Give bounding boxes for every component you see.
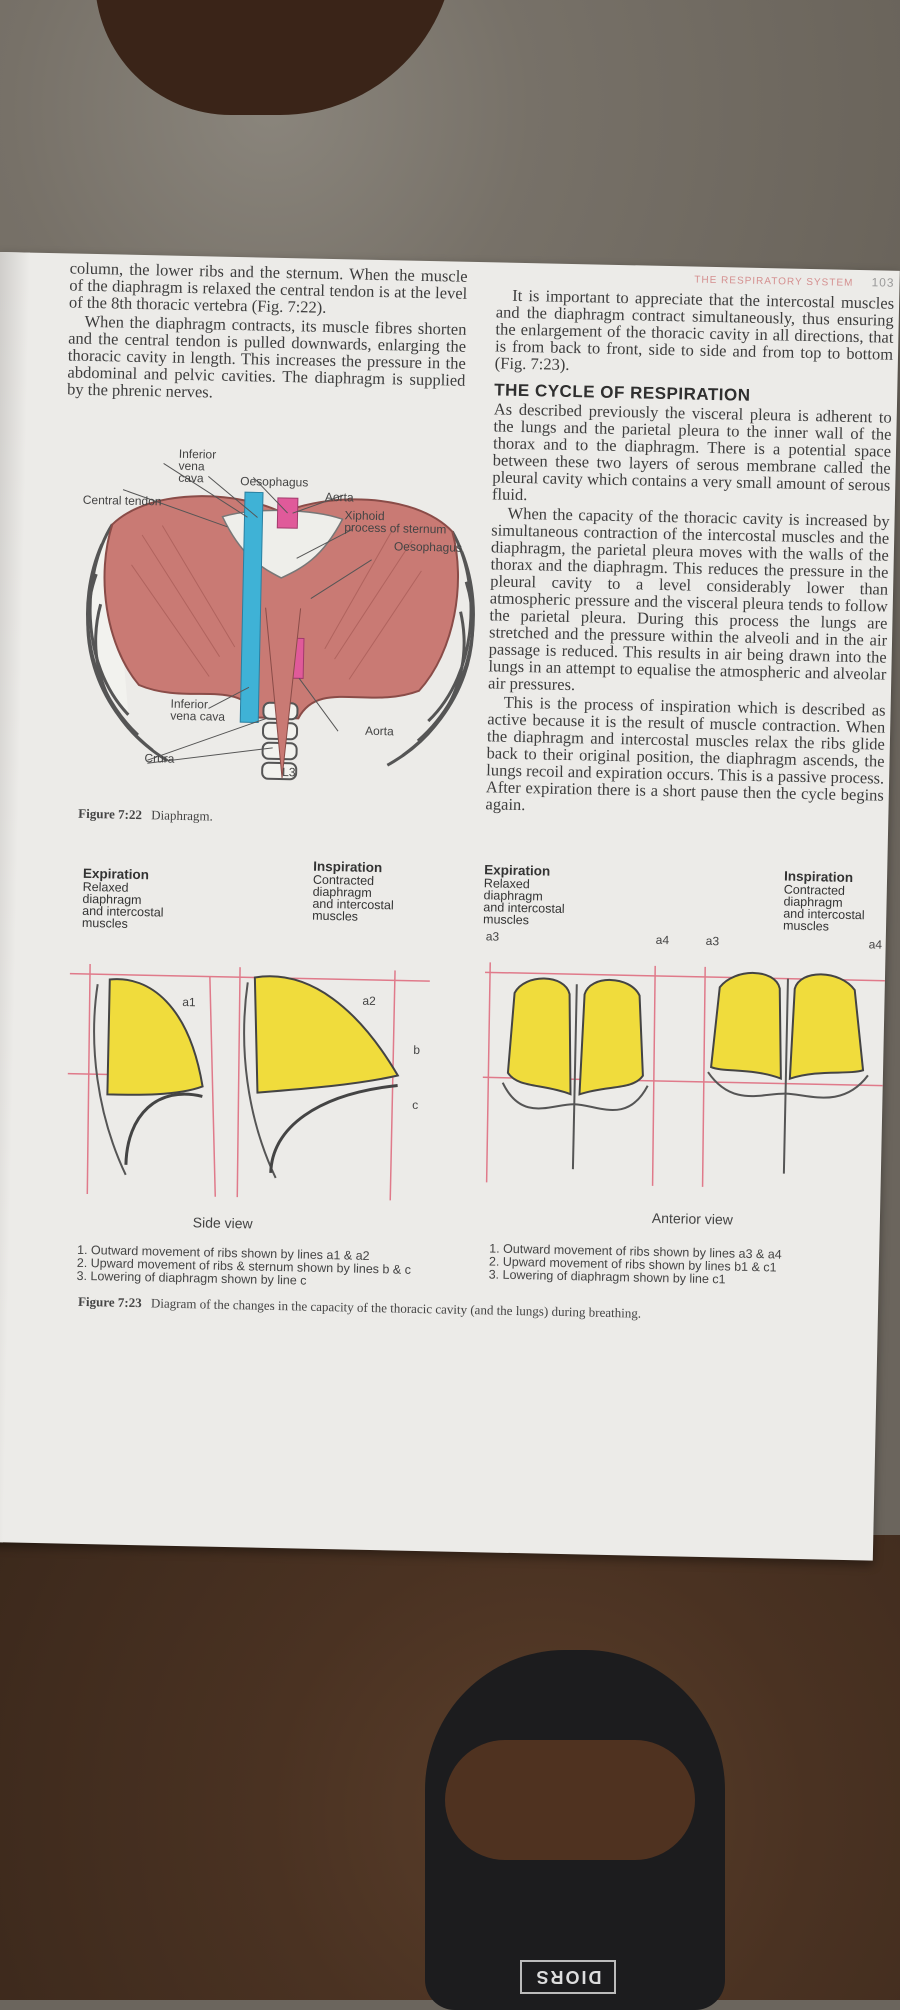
label-a4-right: a4 xyxy=(868,937,883,952)
side-inspiration-desc: Contracted diaphragm and intercostal mus… xyxy=(312,872,394,924)
page-number: 103 xyxy=(871,275,895,290)
label-inferior-vena-cava-top: Inferior vena cava xyxy=(178,446,217,486)
label-a2: a2 xyxy=(362,993,376,1009)
figure-7-22-text: Diaphragm. xyxy=(151,807,214,824)
label-inferior-vena-cava-bottom: Inferior vena cava xyxy=(170,696,226,724)
side-view-label: Side view xyxy=(192,1214,253,1232)
anterior-inspiration-heading: Inspiration Contracted diaphragm and int… xyxy=(783,869,866,934)
vena-cava xyxy=(239,491,264,724)
label-a4-left: a4 xyxy=(655,932,670,948)
muscle-fibres xyxy=(131,525,422,680)
label-oesophagus-top: Oesophagus xyxy=(240,474,309,490)
label-b: b xyxy=(413,1042,421,1057)
figure-7-23-number: Figure 7:23 xyxy=(77,1293,142,1311)
side-view-diagrams xyxy=(67,964,430,1201)
left-column-text: column, the lower ribs and the sternum. … xyxy=(66,258,468,407)
figure-7-23-text: Diagram of the changes in the capacity o… xyxy=(150,1295,642,1321)
left-paragraph-1: column, the lower ribs and the sternum. … xyxy=(68,258,468,317)
label-aorta-bottom: Aorta xyxy=(364,723,394,739)
book-page: column, the lower ribs and the sternum. … xyxy=(0,252,900,1561)
anterior-expiration-left-lung xyxy=(506,977,572,1096)
anterior-inspiration-right-lung xyxy=(788,973,865,1081)
side-spines xyxy=(93,982,277,1179)
anterior-view-notes: 1. Outward movement of ribs shown by lin… xyxy=(489,1241,782,1287)
side-inspiration-lung xyxy=(253,975,400,1094)
right-intro-paragraph: It is important to appreciate that the i… xyxy=(494,285,895,374)
anterior-expiration-heading: Expiration Relaxed diaphragm and interco… xyxy=(483,862,566,927)
figure-7-23-caption: Figure 7:23 Diagram of the changes in th… xyxy=(78,1294,641,1322)
side-inspiration-heading: Inspiration Contracted diaphragm and int… xyxy=(312,859,395,924)
toes-photo xyxy=(445,1740,695,1860)
running-head: THE RESPIRATORY SYSTEM xyxy=(694,274,854,289)
anterior-inspiration-desc: Contracted diaphragm and intercostal mus… xyxy=(782,882,865,934)
diaphragm-illustration xyxy=(86,463,475,781)
label-aorta-top: Aorta xyxy=(324,489,354,505)
anterior-spines xyxy=(501,978,869,1174)
anterior-expiration-desc: Relaxed diaphragm and intercostal muscle… xyxy=(482,876,565,928)
anterior-view-label: Anterior view xyxy=(651,1209,733,1228)
label-l3: L3 xyxy=(282,765,296,780)
label-c: c xyxy=(412,1097,419,1112)
side-diaphragms xyxy=(124,1084,398,1173)
side-guide-lines xyxy=(67,964,430,1201)
right-paragraph-1: As described previously the visceral ple… xyxy=(491,399,892,505)
leader-lines xyxy=(122,463,372,764)
right-paragraph-2: When the capacity of the thoracic cavity… xyxy=(487,503,890,695)
label-central-tendon: Central tendon xyxy=(82,492,162,509)
figure-7-22-caption: Figure 7:22 Diaphragm. xyxy=(78,806,213,825)
crura xyxy=(265,607,302,779)
right-column-text: THE RESPIRATORY SYSTEM 103 It is importa… xyxy=(485,264,894,822)
label-oesophagus-right: Oesophagus xyxy=(393,539,463,555)
label-a3-left: a3 xyxy=(485,929,500,944)
right-paragraph-3: This is the process of inspiration which… xyxy=(485,692,886,815)
label-crura: Crura xyxy=(144,751,175,766)
page-curl xyxy=(0,252,30,1543)
label-a1: a1 xyxy=(182,994,196,1010)
anterior-inspiration-left-lung xyxy=(710,971,782,1080)
side-expiration-lung xyxy=(106,978,204,1096)
slipper-brand-label: DIORS xyxy=(520,1960,616,1994)
anterior-expiration-right-lung xyxy=(578,978,644,1096)
label-xiphoid-process: Xiphoid process of sternum xyxy=(344,508,447,537)
side-view-notes: 1. Outward movement of ribs shown by lin… xyxy=(76,1243,411,1290)
right-ribs xyxy=(386,530,475,767)
label-a3-right: a3 xyxy=(705,933,720,949)
side-expiration-desc: Relaxed diaphragm and intercostal muscle… xyxy=(81,879,164,931)
left-paragraph-2: When the diaphragm contracts, its muscle… xyxy=(66,311,467,402)
anterior-view-diagrams xyxy=(482,962,885,1187)
figure-7-22-number: Figure 7:22 xyxy=(78,805,143,823)
side-expiration-heading: Expiration Relaxed diaphragm and interco… xyxy=(82,866,165,931)
